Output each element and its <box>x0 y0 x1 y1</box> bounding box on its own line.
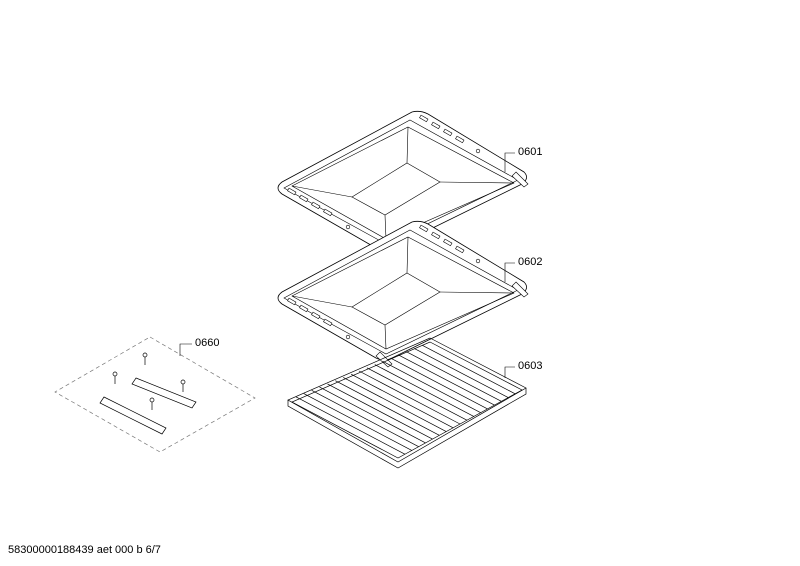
rack-rod <box>421 344 516 395</box>
part-label-0601[interactable]: 0601 <box>518 146 543 158</box>
rack-rod <box>358 370 461 425</box>
rack-rod <box>366 367 468 421</box>
rack-rod <box>335 380 440 436</box>
rack-rod <box>374 364 474 417</box>
part-label-0602[interactable]: 0602 <box>518 256 543 268</box>
accessory-kit-0660 <box>54 336 256 453</box>
rack-rod <box>382 361 481 413</box>
rack-rod <box>406 351 502 402</box>
rack-rod <box>319 386 426 444</box>
rack-rod <box>343 377 447 432</box>
rack-rod <box>350 373 454 429</box>
rack-rod <box>327 383 433 440</box>
rack-rod <box>295 396 406 455</box>
rack-rod <box>414 348 509 398</box>
rack-rod <box>390 357 488 410</box>
wire-rack-0603 <box>287 337 527 469</box>
part-label-0603[interactable]: 0603 <box>518 360 543 372</box>
baking-tray-0602 <box>277 220 529 368</box>
rack-rod <box>303 393 412 451</box>
rack-rod <box>398 354 495 406</box>
part-label-0660[interactable]: 0660 <box>195 337 220 349</box>
document-id: 58300000188439 aet 000 b 6/7 <box>8 544 161 556</box>
leader-lines <box>179 152 515 378</box>
rack-rod <box>311 390 419 447</box>
